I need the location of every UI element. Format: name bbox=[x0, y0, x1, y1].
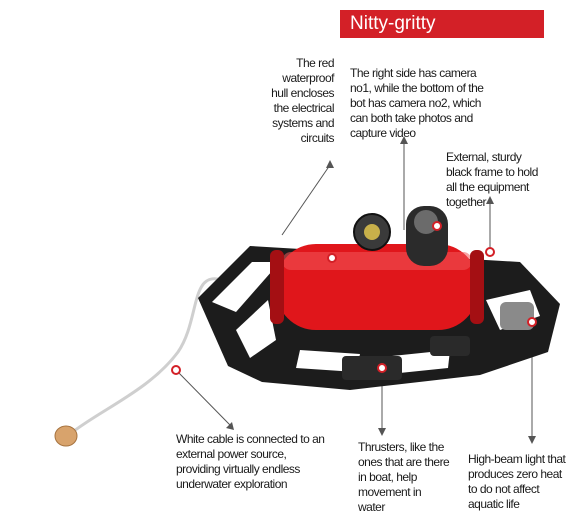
marker-frame bbox=[485, 247, 495, 257]
arrowhead-frame bbox=[486, 196, 494, 204]
arrowhead-light bbox=[528, 436, 536, 444]
caption-cable: White cable is connected to an external … bbox=[176, 432, 325, 491]
cable-plug bbox=[54, 425, 78, 447]
callout-line-cable bbox=[175, 369, 231, 426]
marker-thruster bbox=[377, 363, 387, 373]
arrowhead-hull bbox=[326, 160, 334, 168]
tether-cable bbox=[69, 277, 223, 436]
caption-thrusters: Thrusters, like the ones that are there … bbox=[358, 440, 450, 514]
callout-line-hull bbox=[281, 164, 331, 236]
red-hull bbox=[270, 244, 484, 330]
caption-light: High-beam light that produces zero heat … bbox=[468, 452, 566, 511]
caption-hull: The red waterproof hull encloses the ele… bbox=[271, 56, 334, 145]
marker-light bbox=[527, 317, 537, 327]
red-markers bbox=[171, 221, 537, 375]
callout-arrowheads bbox=[226, 136, 536, 444]
arrowhead-thrusters bbox=[378, 428, 386, 436]
arrowhead-cameras bbox=[400, 136, 408, 144]
arrowhead-cable bbox=[226, 422, 234, 430]
camera-housing bbox=[353, 206, 448, 266]
caption-frame: External, sturdy black frame to hold all… bbox=[446, 150, 538, 209]
section-title-banner: Nitty-gritty bbox=[340, 10, 544, 38]
caption-cameras: The right side has camera no1, while the… bbox=[350, 66, 484, 140]
thrusters bbox=[342, 302, 534, 380]
marker-hull bbox=[327, 253, 337, 263]
marker-camera bbox=[432, 221, 442, 231]
marker-cable bbox=[171, 365, 181, 375]
